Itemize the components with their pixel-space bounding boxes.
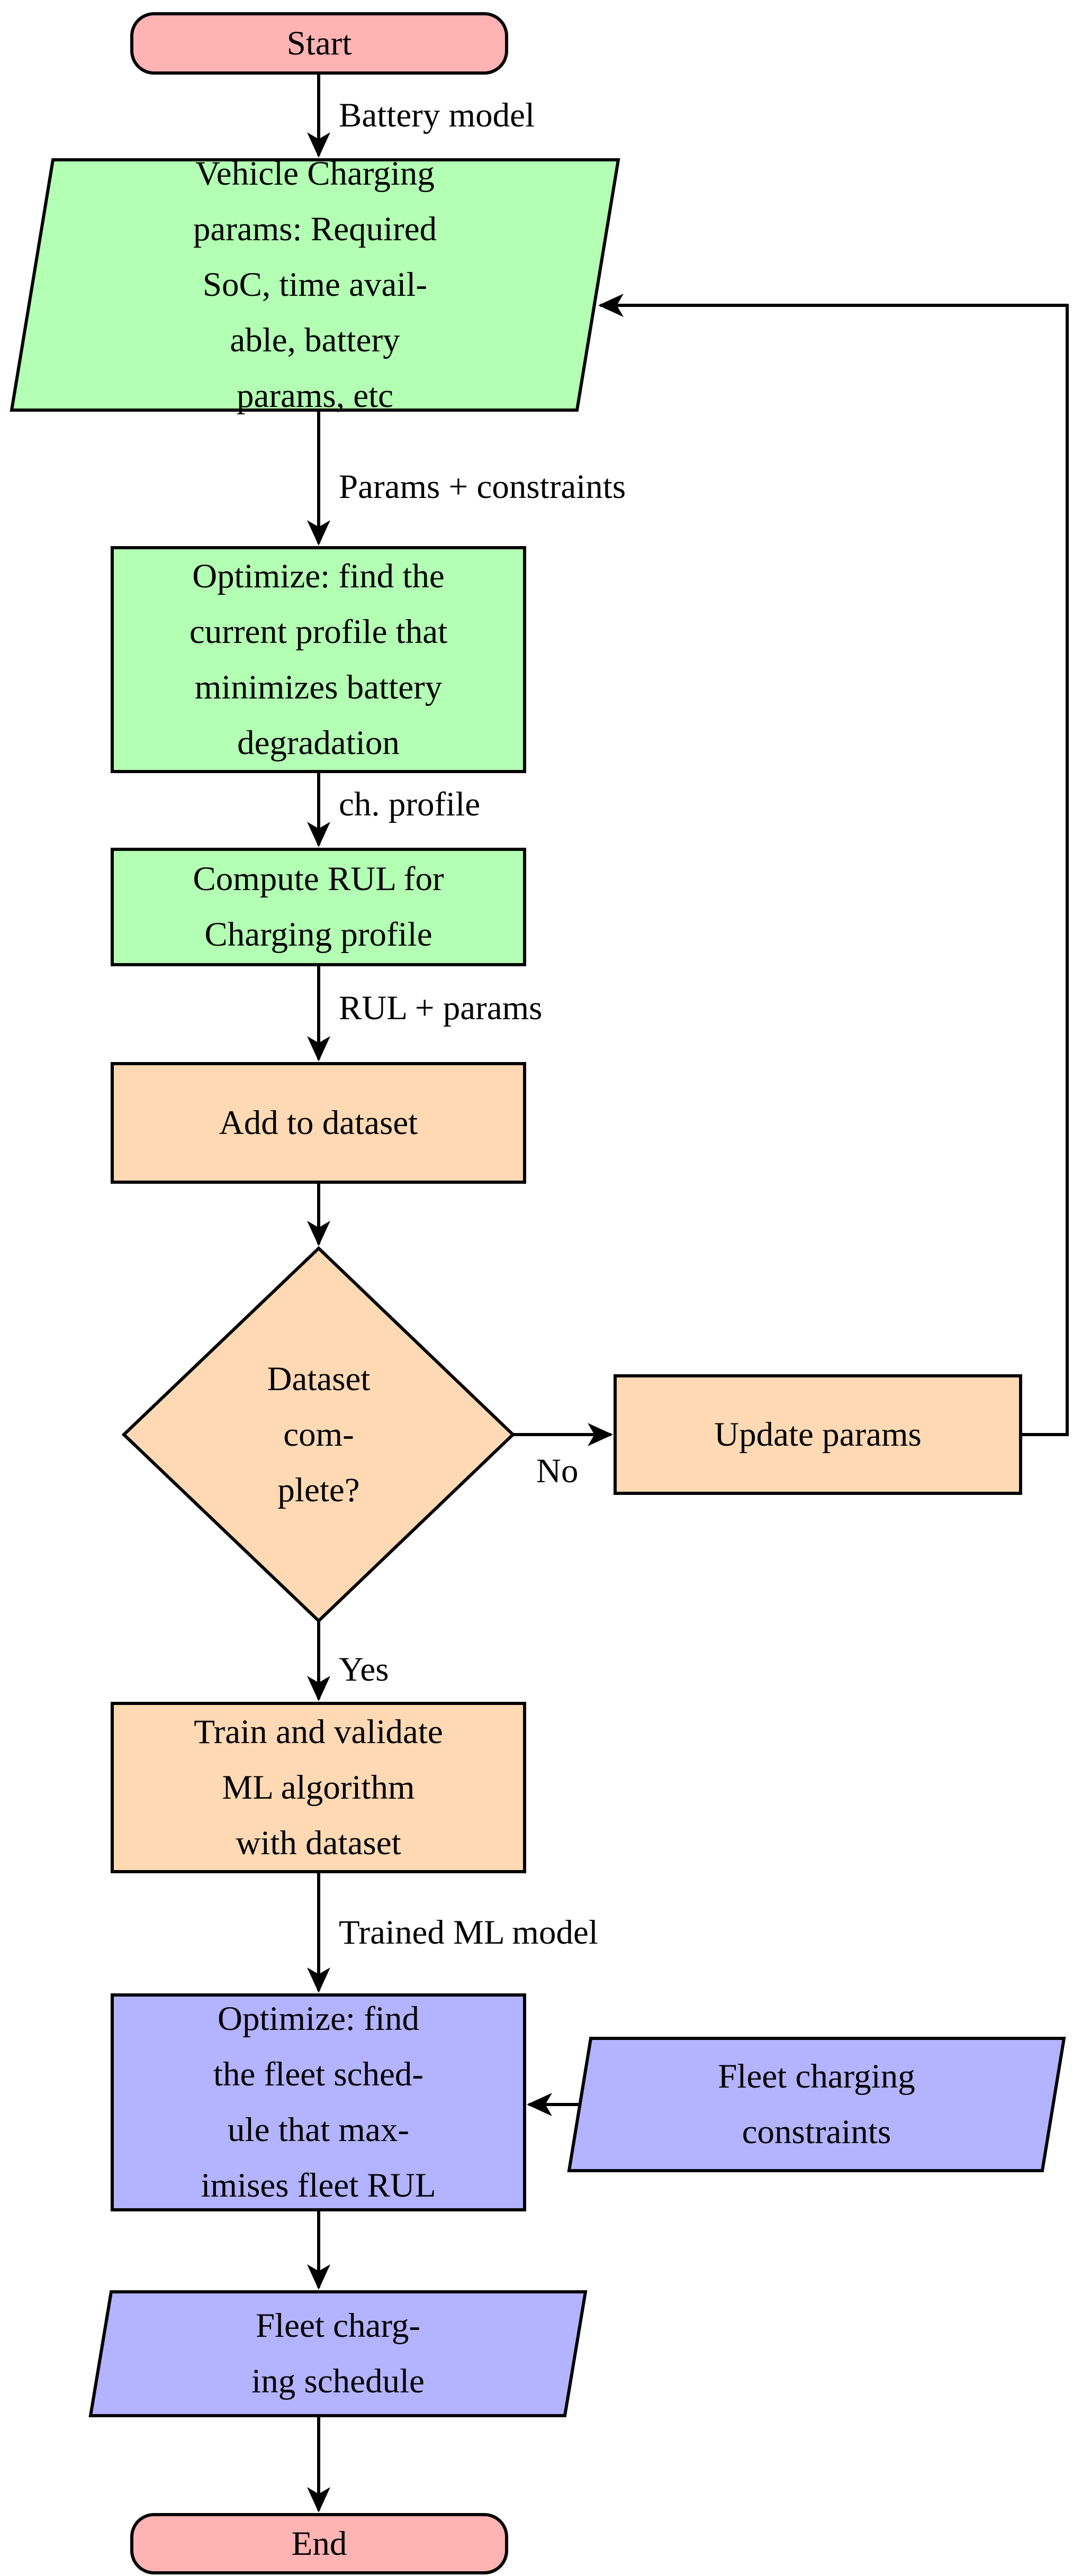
train-validate-node	[111, 1702, 526, 1873]
end-node	[130, 2513, 508, 2574]
train-validate-label: Train and validate ML algorithm with dat…	[194, 1712, 443, 1862]
dataset-complete-label: Dataset com- plete?	[267, 1359, 371, 1509]
optimize-profile-label: Optimize: find the current profile that …	[189, 557, 448, 762]
optimize-fleet-node	[111, 1993, 526, 2211]
dataset-complete-decision-node	[121, 1246, 516, 1623]
edge-label-ch-profile: ch. profile	[339, 785, 481, 823]
optimize-profile-node	[111, 546, 526, 773]
vehicle-params-node	[10, 158, 620, 412]
end-label: End	[291, 2524, 347, 2563]
vehicle-params-label: Vehicle Charging params: Required SoC, t…	[193, 155, 437, 415]
edge-label-no: No	[536, 1452, 579, 1490]
edge-label-trained-ml: Trained ML model	[339, 1913, 598, 1952]
update-params-label: Update params	[714, 1415, 922, 1454]
edge-label-battery-model: Battery model	[339, 96, 535, 134]
fleet-constraints-node	[567, 2037, 1066, 2172]
update-params-node	[614, 1374, 1022, 1495]
edge-label-yes: Yes	[339, 1650, 389, 1689]
compute-rul-label: Compute RUL for Charging profile	[193, 860, 444, 954]
add-dataset-label: Add to dataset	[219, 1103, 418, 1142]
fleet-schedule-label: Fleet charg- ing schedule	[251, 2307, 425, 2400]
edge-label-rul-params: RUL + params	[339, 989, 543, 1027]
edge-update-params-loop-to-vehicle-params	[598, 294, 1069, 1436]
edge-label-params-constraints: Params + constraints	[339, 468, 626, 506]
add-dataset-node	[111, 1062, 526, 1184]
start-node	[130, 12, 508, 75]
optimize-fleet-label: Optimize: find the fleet sched- ule that…	[201, 2000, 436, 2205]
fleet-schedule-node	[88, 2290, 588, 2417]
fleet-constraints-label: Fleet charging constraints	[718, 2057, 915, 2151]
start-label: Start	[286, 24, 352, 62]
compute-rul-node	[111, 848, 526, 966]
